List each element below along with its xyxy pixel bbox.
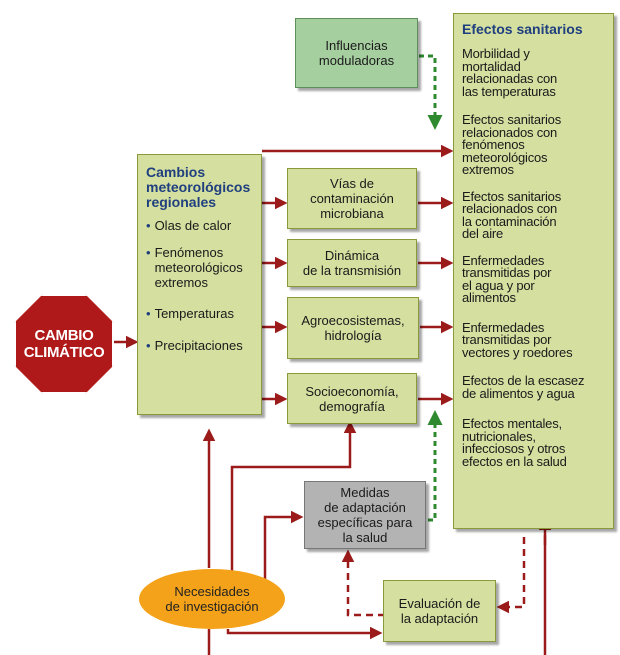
adaptation-evaluation-box: Evaluación de la adaptación [383,580,496,642]
arrow-research-to-measures [263,510,304,580]
pathway-box-agroecosystems: Agroecosistemas, hidrología [287,297,419,359]
health-effect-item: Enfermedades transmitidas por vectores y… [462,319,573,360]
pathway-box-socioeconomy: Socioeconomía, demografía [287,373,417,424]
adaptation-evaluation-label: Evaluación de la adaptación [398,596,481,626]
pathway-label: Agroecosistemas, hidrología [301,313,405,343]
weather-item: •Fenómenos meteorológicos extremos [146,245,243,290]
climate-change-label: CAMBIO CLIMÁTICO [23,327,105,361]
arrow-influences-to-health [419,54,443,130]
pathway-box-microbial: Vías de contaminación microbiana [287,168,417,229]
health-effect-item: Efectos sanitarios relacionados con la c… [462,188,562,241]
health-effect-item: Efectos de la escasez de alimentos y agu… [462,373,585,401]
research-needs-ellipse: Necesidades de investigación [139,569,285,629]
pathway-label: Vías de contaminación microbiana [310,176,394,221]
health-effect-item: Efectos sanitarios relacionados con fenó… [462,112,562,177]
health-effect-item: Morbilidad y mortalidad relacionadas con… [462,46,558,99]
health-effects-title: Efectos sanitarios [462,21,583,37]
adaptation-measures-label: Medidas de adaptación específicas para l… [317,485,413,545]
arrow-research-to-socio [230,420,357,580]
weather-item: •Olas de calor [146,218,232,233]
research-needs-label: Necesidades de investigación [165,584,259,614]
pathway-label: Dinámica de la transmisión [302,248,402,278]
adaptation-measures-box: Medidas de adaptación específicas para l… [304,481,426,549]
health-effect-item: Efectos mentales, nutricionales, infecci… [462,416,567,469]
arrow-evaluation-to-measures [341,549,385,617]
health-effect-item: Enfermedades transmitidas por el agua y … [462,252,552,305]
weather-changes-title: Cambios meteorológicos regionales [146,164,251,210]
influences-label: Influencias moduladoras [318,38,395,68]
arrow-health-to-evaluation [496,537,526,614]
arrow-measures-to-pathways [427,410,443,522]
weather-item: •Precipitaciones [146,338,243,353]
health-effects-box: Efectos sanitarios Morbilidad y mortalid… [453,13,614,529]
influences-box: Influencias moduladoras [295,18,418,88]
weather-item: •Temperaturas [146,306,235,321]
arrow-research-to-evaluation [226,626,383,640]
weather-changes-box: Cambios meteorológicos regionales •Olas … [137,154,262,415]
pathway-label: Socioeconomía, demografía [305,383,399,414]
climate-change-sign: CAMBIO CLIMÁTICO [14,294,114,394]
pathway-box-transmission: Dinámica de la transmisión [287,239,417,287]
